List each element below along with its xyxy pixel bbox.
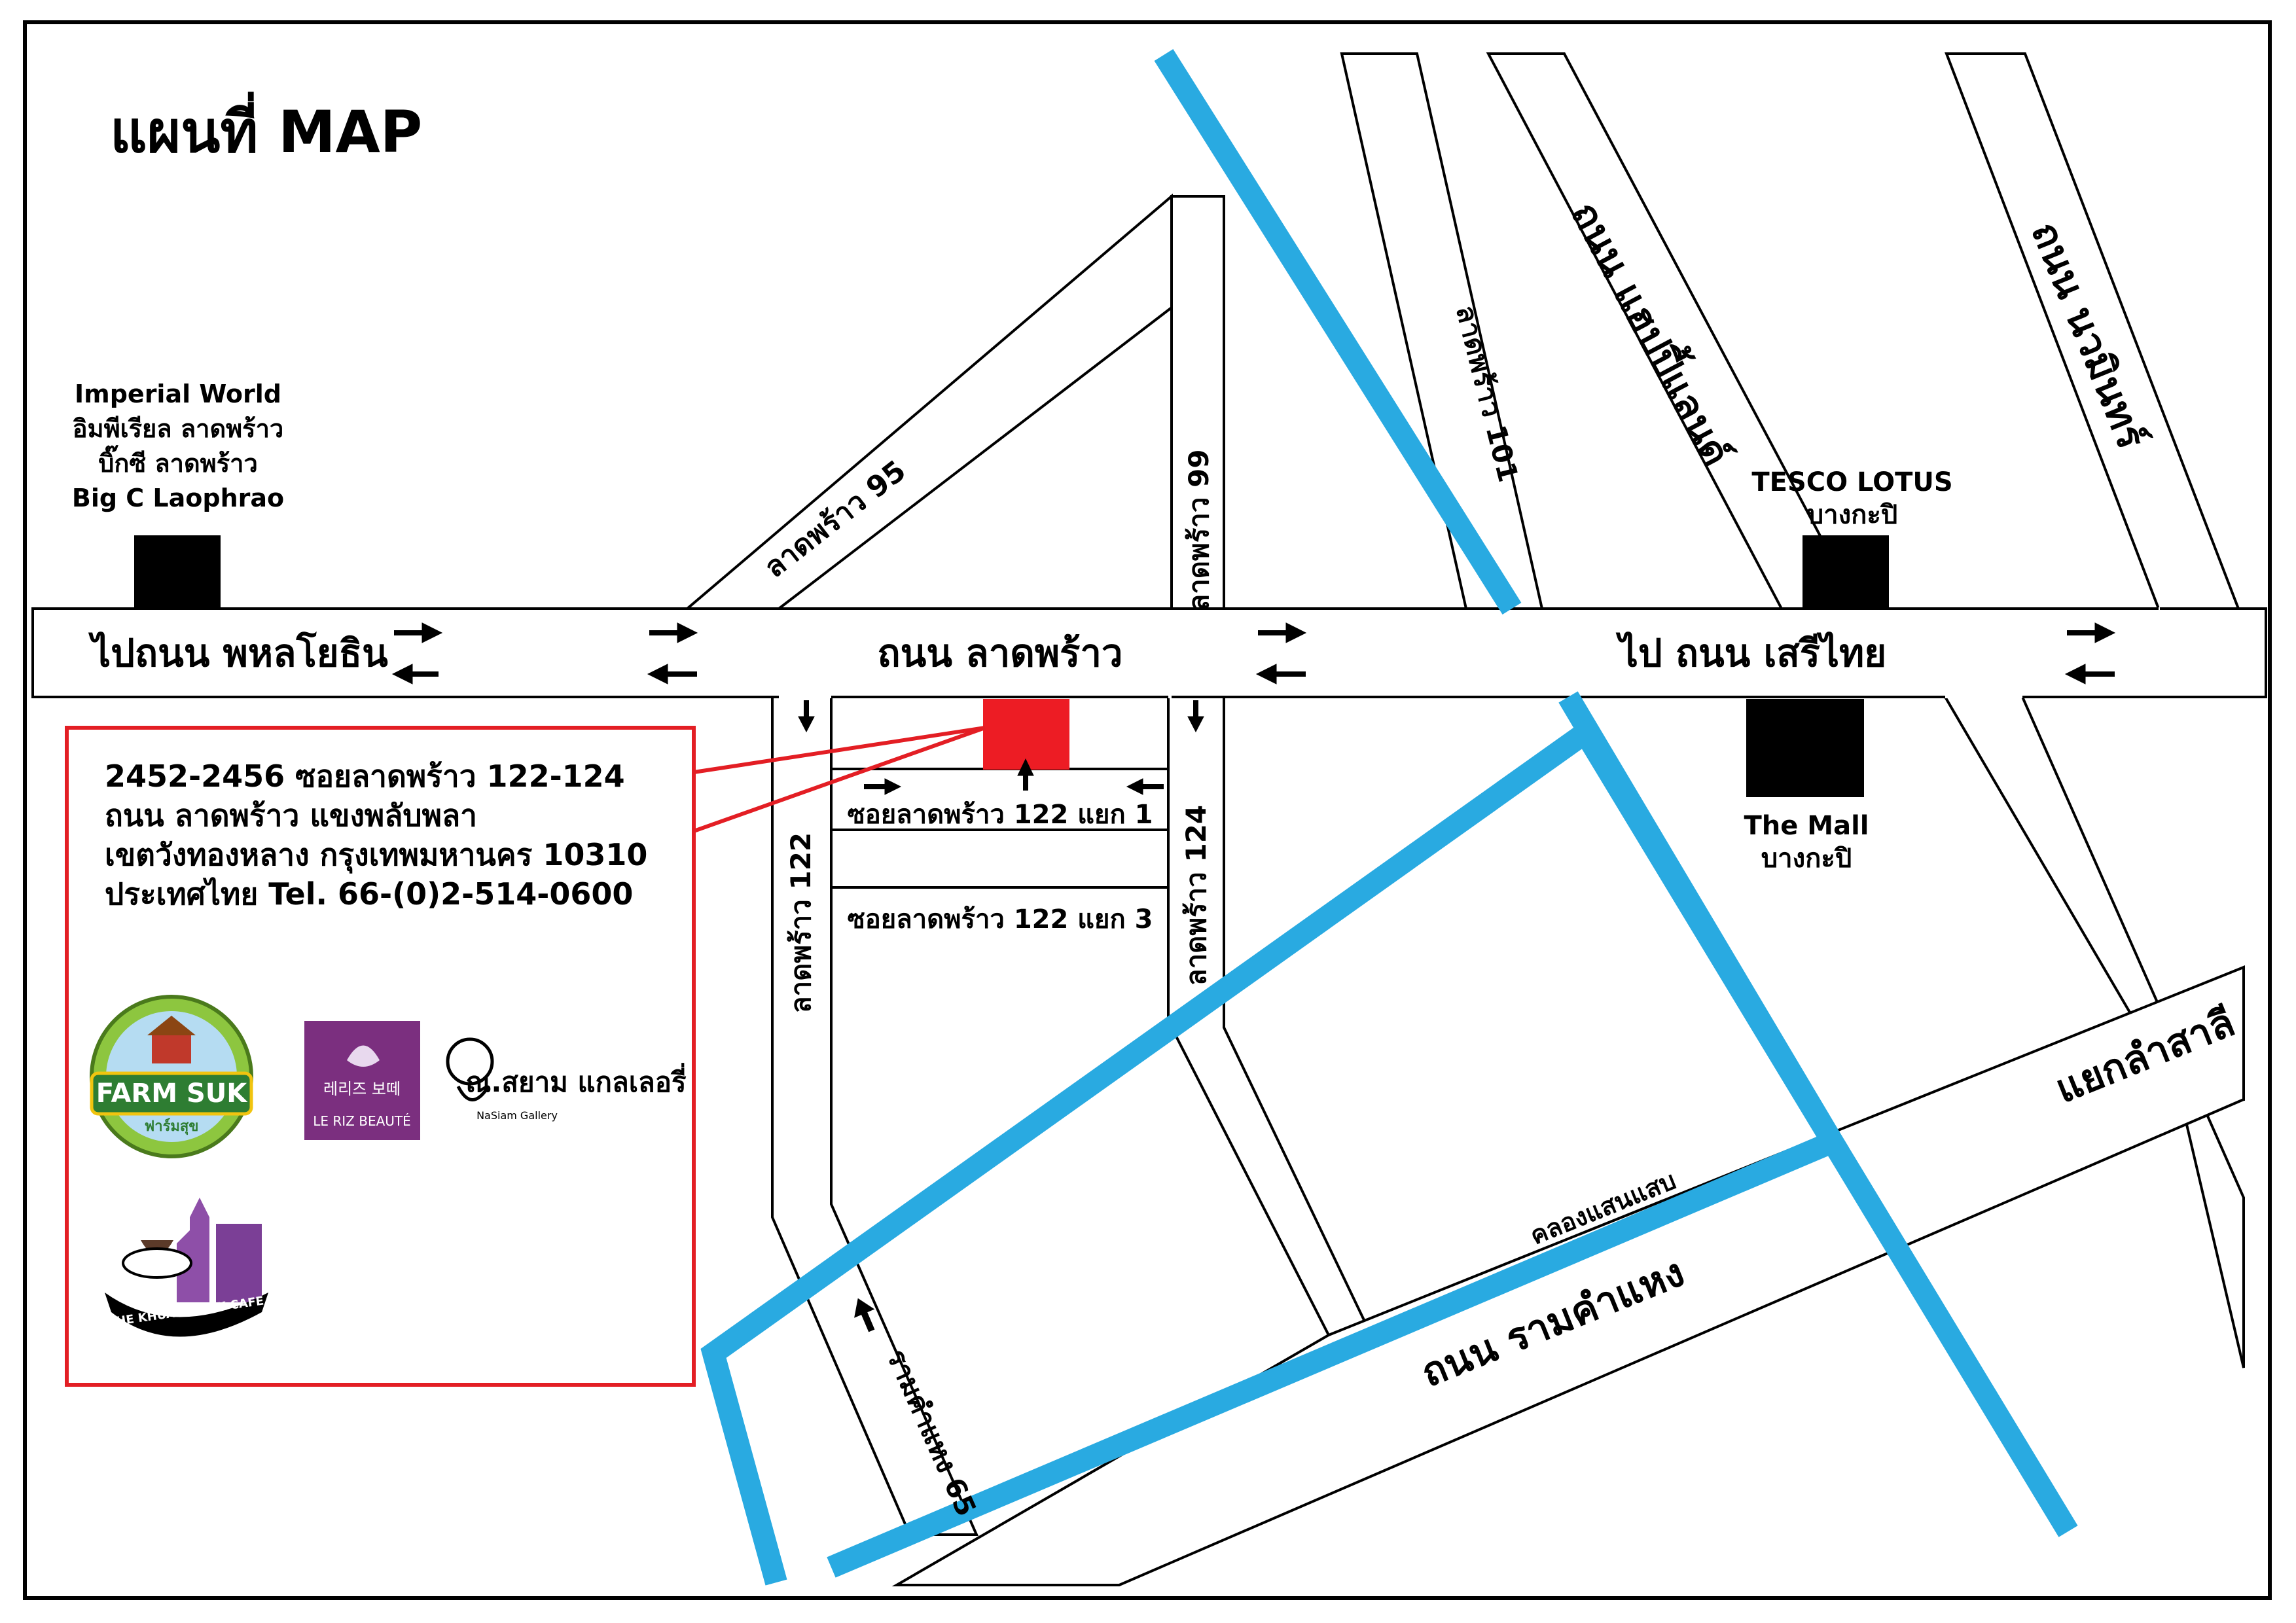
- canal-north: [1154, 48, 1522, 615]
- page-title: แผนที่ MAP: [110, 92, 422, 166]
- canal: [700, 48, 2078, 1586]
- mall-building: [1746, 699, 1864, 797]
- canal-west-link: [702, 1350, 787, 1586]
- svg-text:TESCO LOTUS: TESCO LOTUS: [1751, 467, 1952, 497]
- road-label-soi-99: ลาดพร้าว 99: [1183, 449, 1215, 611]
- bigc-label-line: Big C Laophrao: [72, 484, 284, 512]
- arrow-icon: [798, 700, 815, 733]
- mall-label: The Mall บางกะปิ: [1744, 811, 1869, 874]
- destination-marker-icon: [983, 699, 1069, 770]
- arrow-icon: [1017, 758, 1034, 791]
- road-label-soi-122-yaek-1: ซอยลาดพร้าว 122 แยก 1: [848, 800, 1153, 830]
- address-line: ประเทศไทย Tel. 66-(0)2-514-0600: [105, 876, 633, 912]
- farmsuk-logo: FARM SUK ฟาร์มสุข: [90, 995, 253, 1158]
- leriz-logo-korean: 레리즈 보떼: [323, 1080, 401, 1098]
- address-line: เขตวังทองหลาง กรุงเทพมหานคร 10310: [105, 837, 647, 874]
- siam-gallery-logo: ณ.สยาม แกลเลอรี่ NaSiam Gallery: [446, 1037, 687, 1122]
- siam-gallery-logo-en: NaSiam Gallery: [476, 1109, 558, 1122]
- bigc-building: [134, 535, 221, 607]
- arrow-icon: [649, 622, 698, 643]
- farmsuk-logo-thai: ฟาร์มสุข: [145, 1118, 199, 1135]
- road-label-soi-122: ลาดพร้าว 122: [785, 832, 817, 1013]
- tesco-building: [1803, 535, 1889, 607]
- tesco-label: TESCO LOTUS บางกะปิ: [1751, 467, 1952, 530]
- road-label-ladprao: ถนน ลาดพร้าว: [878, 631, 1123, 675]
- arrow-icon: [2064, 664, 2115, 685]
- arrow-icon: [1126, 778, 1164, 795]
- farmsuk-logo-text: FARM SUK: [96, 1079, 249, 1109]
- road-label-soi-124: ลาดพร้าว 124: [1180, 805, 1212, 986]
- address-line: 2452-2456 ซอยลาดพร้าว 122-124: [105, 758, 625, 794]
- road-junction-fills: [34, 607, 2265, 705]
- arrow-icon: [2067, 622, 2116, 643]
- arrow-icon: [1255, 664, 1306, 685]
- leriz-logo-text: LE RIZ BEAUTÉ: [313, 1113, 411, 1129]
- leriz-logo: 레리즈 보떼 LE RIZ BEAUTÉ: [304, 1021, 420, 1140]
- bigc-label-line: บิ๊กซี ลาดพร้าว: [98, 445, 258, 478]
- address-callout: [65, 726, 986, 1387]
- arrow-icon: [854, 1298, 875, 1332]
- arrow-icon: [394, 622, 443, 643]
- arrow-icon: [1187, 700, 1204, 733]
- svg-text:The Mall: The Mall: [1744, 811, 1869, 841]
- bigc-label-line: อิมพีเรียล ลาดพร้าว: [73, 414, 284, 443]
- arrow-icon: [1258, 622, 1307, 643]
- block-soi-yaek-3: [830, 829, 1170, 889]
- svg-text:บางกะปิ: บางกะปิ: [1761, 844, 1852, 874]
- siam-gallery-logo-text: ณ.สยาม แกลเลอรี่: [465, 1063, 687, 1098]
- address-line: ถนน ลาดพร้าว แขงพลับพลา: [105, 798, 477, 833]
- bigc-label-line: Imperial World: [75, 380, 281, 408]
- bigc-label: Imperial World อิมพีเรียล ลาดพร้าว บิ๊กซ…: [72, 380, 284, 512]
- arrow-icon: [391, 664, 439, 685]
- traffic-arrows: [391, 622, 2116, 1332]
- svg-text:บางกะปิ: บางกะปิ: [1807, 500, 1897, 530]
- road-label-phahon: ไปถนน พหลโยธิน: [88, 630, 388, 675]
- address-block: 2452-2456 ซอยลาดพร้าว 122-124 ถนน ลาดพร้…: [105, 758, 647, 912]
- map-frame: [23, 20, 2272, 1600]
- road-label-serithai: ไป ถนน เสรีไทย: [1615, 631, 1887, 675]
- road-ladprao-edges: [31, 607, 2267, 889]
- arrow-icon: [864, 778, 902, 795]
- road-label-soi-122-yaek-3: ซอยลาดพร้าว 122 แยก 3: [848, 904, 1153, 935]
- arrow-icon: [647, 664, 697, 685]
